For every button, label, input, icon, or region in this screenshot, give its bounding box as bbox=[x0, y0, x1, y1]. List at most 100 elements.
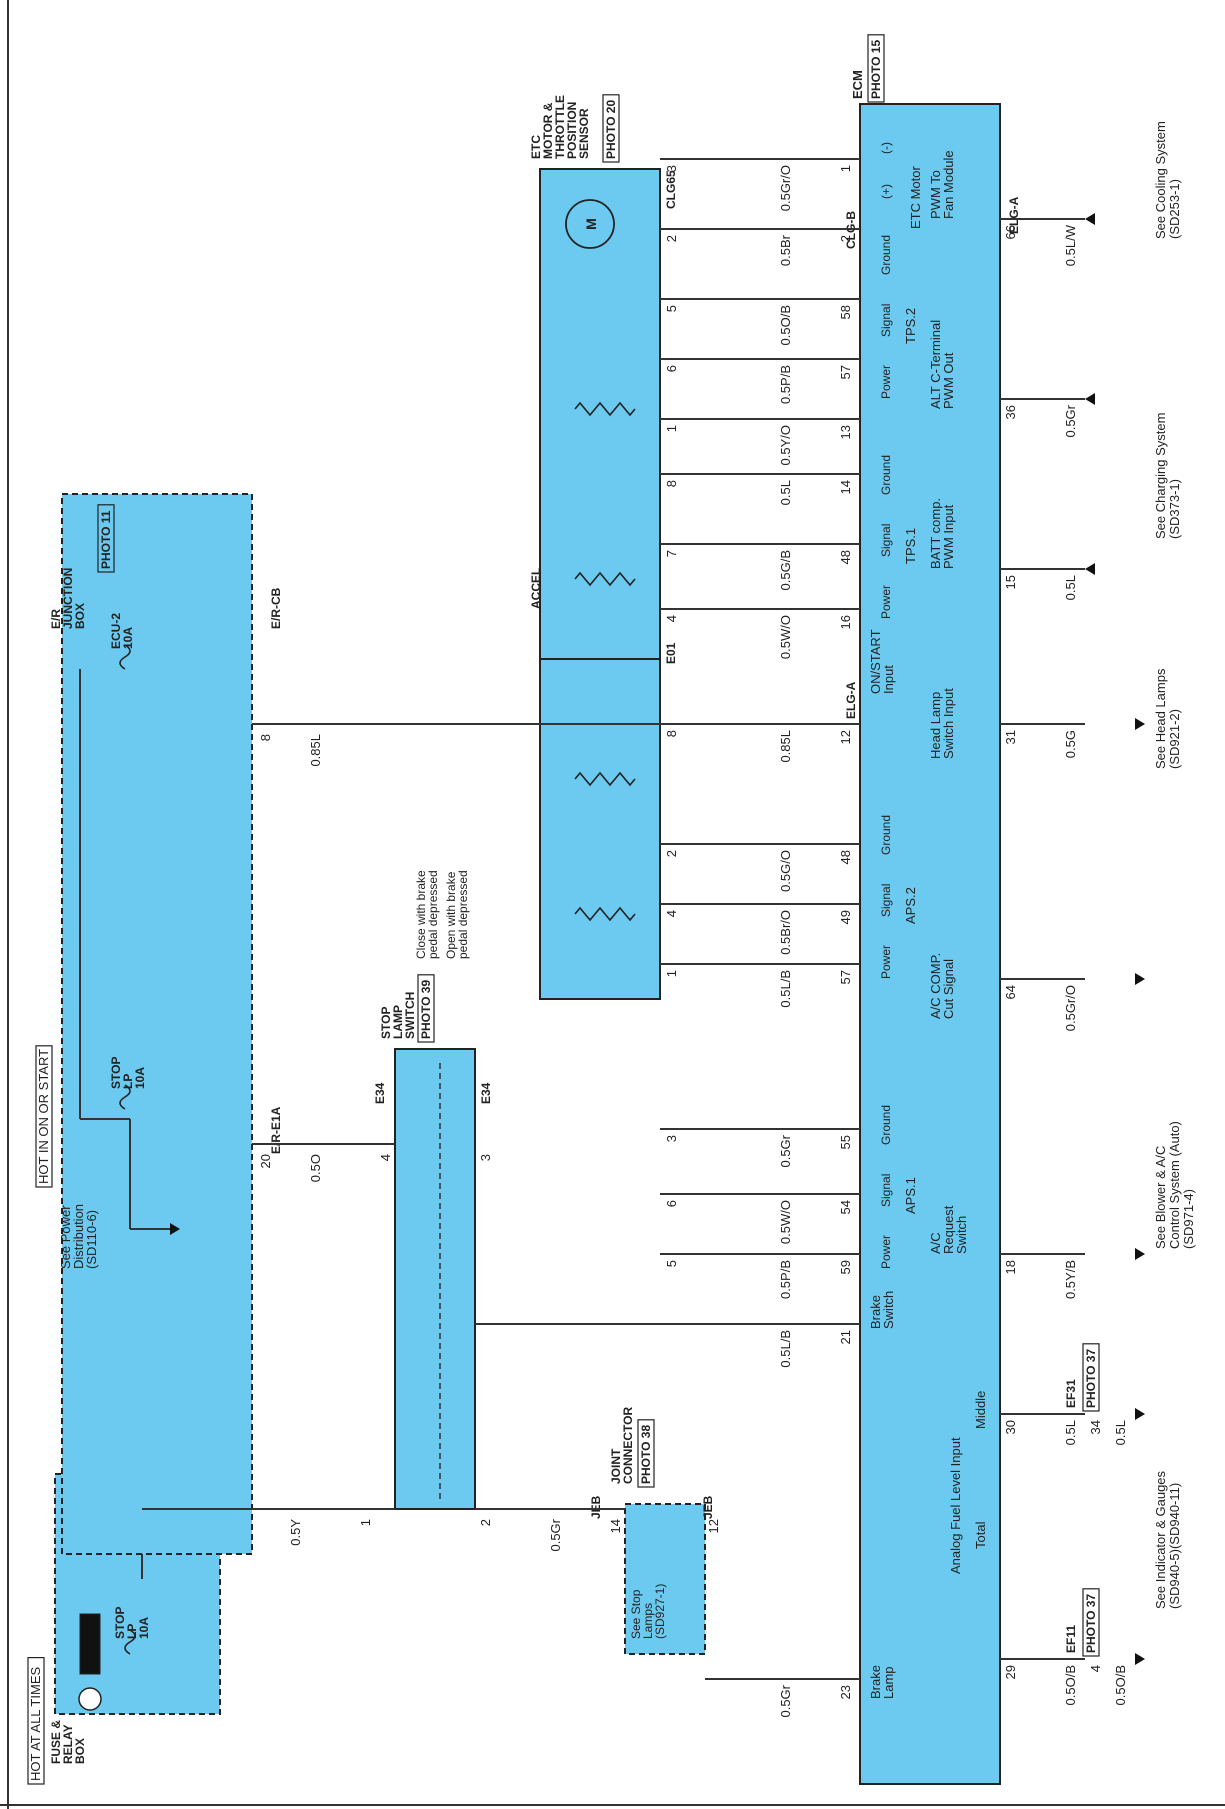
aps1-resistor-icon bbox=[574, 906, 636, 922]
stop-lamp-switch-title-line: SWITCH bbox=[403, 992, 417, 1039]
wire-label-aps2-ground: 0.5G/O bbox=[778, 850, 793, 892]
output-pin-29: 29 bbox=[1003, 1665, 1018, 1679]
stop-lamp-switch-box bbox=[394, 1048, 476, 1510]
output-arrow-15 bbox=[1085, 563, 1095, 575]
pin-left-p8: 8 bbox=[258, 734, 273, 741]
er-junction-photo: PHOTO 11 bbox=[99, 510, 113, 569]
wire-label-aps1-power: 0.5P/B bbox=[778, 1260, 793, 1299]
output-wire2-label-30: 0.5L bbox=[1113, 1420, 1128, 1445]
ref-charging-system-line: See Charging System bbox=[1153, 413, 1168, 539]
ecm-photo: PHOTO 15 bbox=[869, 40, 883, 99]
ecm-fuel-level-label: Analog Fuel Level Input bbox=[948, 1437, 963, 1574]
output-pin-36: 36 bbox=[1003, 405, 1018, 419]
ecm-aps1-signal-label: Signal bbox=[879, 1174, 893, 1207]
output-wire-label-18: 0.5Y/B bbox=[1063, 1260, 1078, 1299]
er-stop-lp-fuse-label-line: 10A bbox=[133, 1067, 147, 1089]
stop-switch-note-b-line: pedal depressed bbox=[456, 870, 470, 959]
etc-motor-sensor-title-line: THROTTLE bbox=[553, 95, 567, 159]
ecm-etc-motor-label: ETC Motor bbox=[908, 165, 923, 229]
conn-jeb-bottom: JEB bbox=[701, 1495, 715, 1519]
ecm-pin-etc-motor-plus: 2 bbox=[838, 235, 853, 242]
ecm-ac-request-label-line: Request bbox=[941, 1205, 956, 1254]
stop-switch-note-a-line: Close with brake bbox=[414, 870, 428, 959]
wire-label-etc-motor-plus: 0.5Br bbox=[778, 234, 793, 266]
ecm-pin-aps2-ground: 48 bbox=[838, 850, 853, 864]
pin-left-p3: 3 bbox=[478, 1154, 493, 1161]
output-wire-label-29: 0.5O/B bbox=[1063, 1665, 1078, 1705]
output-pin-30: 30 bbox=[1003, 1420, 1018, 1434]
stop-lamp-switch-title-line: STOP bbox=[379, 1007, 393, 1039]
output-conn-29: EF11 bbox=[1064, 1625, 1078, 1653]
ecm-alt-label-line: PWM Out bbox=[941, 352, 956, 409]
er-stop-lp-fuse-label-line: LP bbox=[121, 1074, 135, 1089]
see-stop-lamps-line: See Stop bbox=[629, 1589, 643, 1639]
output-wire2-label-29: 0.5O/B bbox=[1113, 1665, 1128, 1705]
ecu2-fuse-icon bbox=[119, 644, 131, 670]
output-photo-29-frame bbox=[1082, 1588, 1100, 1657]
er-junction-box-title-line: E/R bbox=[49, 609, 63, 629]
output-wire-label-36: 0.5Gr bbox=[1063, 404, 1078, 437]
sensor-pin-tps1-signal: 7 bbox=[664, 550, 679, 557]
er-junction-photo-frame bbox=[97, 504, 115, 573]
hot-at-all-times-label-frame bbox=[27, 1656, 45, 1785]
ref-indicator-gauges-line: (SD940-5)(SD940-11) bbox=[1167, 1483, 1182, 1609]
stop-switch-note-a-line: pedal depressed bbox=[426, 870, 440, 959]
output-photo-30-frame bbox=[1082, 1343, 1100, 1412]
ecm-tps1-signal-label: Signal bbox=[879, 524, 893, 557]
er-junction-box-title-line: JUNCTION bbox=[61, 568, 75, 629]
ref-cooling-system-line: See Cooling System bbox=[1153, 121, 1168, 239]
output-pin-18: 18 bbox=[1003, 1260, 1018, 1274]
sensor-pin-tps1-ground: 8 bbox=[664, 480, 679, 487]
etc-motor-sensor-title-line: ETC bbox=[529, 135, 543, 159]
etc-motor-sensor-photo: PHOTO 20 bbox=[604, 100, 618, 159]
ecm-on-start-label-line: ON/START bbox=[868, 629, 883, 694]
see-power-distribution-line: See Power bbox=[58, 1205, 73, 1269]
ref-head-lamps-line: (SD921-2) bbox=[1167, 709, 1182, 769]
ecm-aps2-signal-label: Signal bbox=[879, 884, 893, 917]
wire-label-aps1-ground: 0.5Gr bbox=[778, 1134, 793, 1167]
conn-er-e1a: E/R-E1A bbox=[269, 1106, 283, 1154]
joint-connector-title-line: CONNECTOR bbox=[621, 1407, 635, 1484]
wire-label-tps1-power: 0.5W/O bbox=[778, 615, 793, 659]
conn-elg-a-bottom: ELG-A bbox=[1007, 196, 1021, 234]
ref-blower-ac-line: See Blower & A/C bbox=[1153, 1146, 1168, 1249]
conn-e34-top: E34 bbox=[373, 1082, 387, 1104]
wire-label-left-w2: 0.5O bbox=[308, 1154, 323, 1182]
ecm-brake-lamp-label-line: Lamp bbox=[881, 1666, 896, 1699]
conn-elg-a-top: ELG-A bbox=[844, 681, 858, 719]
sensor-pin-etc-motor-plus: 2 bbox=[664, 235, 679, 242]
ecm-tps2-ground-label: Ground bbox=[879, 235, 893, 275]
output-arrow-36 bbox=[1085, 393, 1095, 405]
sensor-pin-aps1-power: 5 bbox=[664, 1260, 679, 1267]
stop-lamp-switch-title-line: LAMP bbox=[391, 1005, 405, 1039]
etc-motor-sensor-title-line: SENSOR bbox=[577, 108, 591, 159]
ecm-pin-aps2-signal: 49 bbox=[838, 910, 853, 924]
ecm-box bbox=[859, 103, 1001, 1785]
ecm-pin-tps2-signal: 57 bbox=[838, 365, 853, 379]
ecm-pin-tps1-signal: 48 bbox=[838, 550, 853, 564]
wire-label-tps1-ground: 0.5L bbox=[778, 480, 793, 505]
sensor-pin-aps2-power: 1 bbox=[664, 970, 679, 977]
wire-label-aps1-signal: 0.5W/O bbox=[778, 1200, 793, 1244]
output-pin2-30: 34 bbox=[1088, 1420, 1103, 1434]
ecm-pin-on-start: 12 bbox=[838, 730, 853, 744]
tps1-resistor-icon bbox=[574, 571, 636, 587]
ecm-etc-plus-label: (+) bbox=[879, 184, 893, 199]
ecm-pin-aps1-ground: 55 bbox=[838, 1135, 853, 1149]
joint-connector-photo: PHOTO 38 bbox=[639, 1425, 653, 1484]
conn-clg65: CLG65 bbox=[664, 170, 678, 209]
wire-label-on-start: 0.85L bbox=[778, 730, 793, 763]
fuse-relay-box-title-line: BOX bbox=[73, 1738, 87, 1764]
ecm-pin-aps1-signal: 54 bbox=[838, 1200, 853, 1214]
ref-head-lamps-line: See Head Lamps bbox=[1153, 668, 1168, 769]
ecm-ac-cut-label-line: Cut Signal bbox=[941, 959, 956, 1019]
fuse-box-fuse-label-line: STOP bbox=[113, 1607, 127, 1639]
er-junction-box-title-line: BOX bbox=[73, 603, 87, 629]
ecu2-fuse-label-line: 10A bbox=[121, 627, 135, 649]
ecm-title: ECM bbox=[850, 70, 865, 99]
sensor-pin-aps2-ground: 2 bbox=[664, 850, 679, 857]
ecm-pin-etc-motor-minus: 1 bbox=[838, 165, 853, 172]
